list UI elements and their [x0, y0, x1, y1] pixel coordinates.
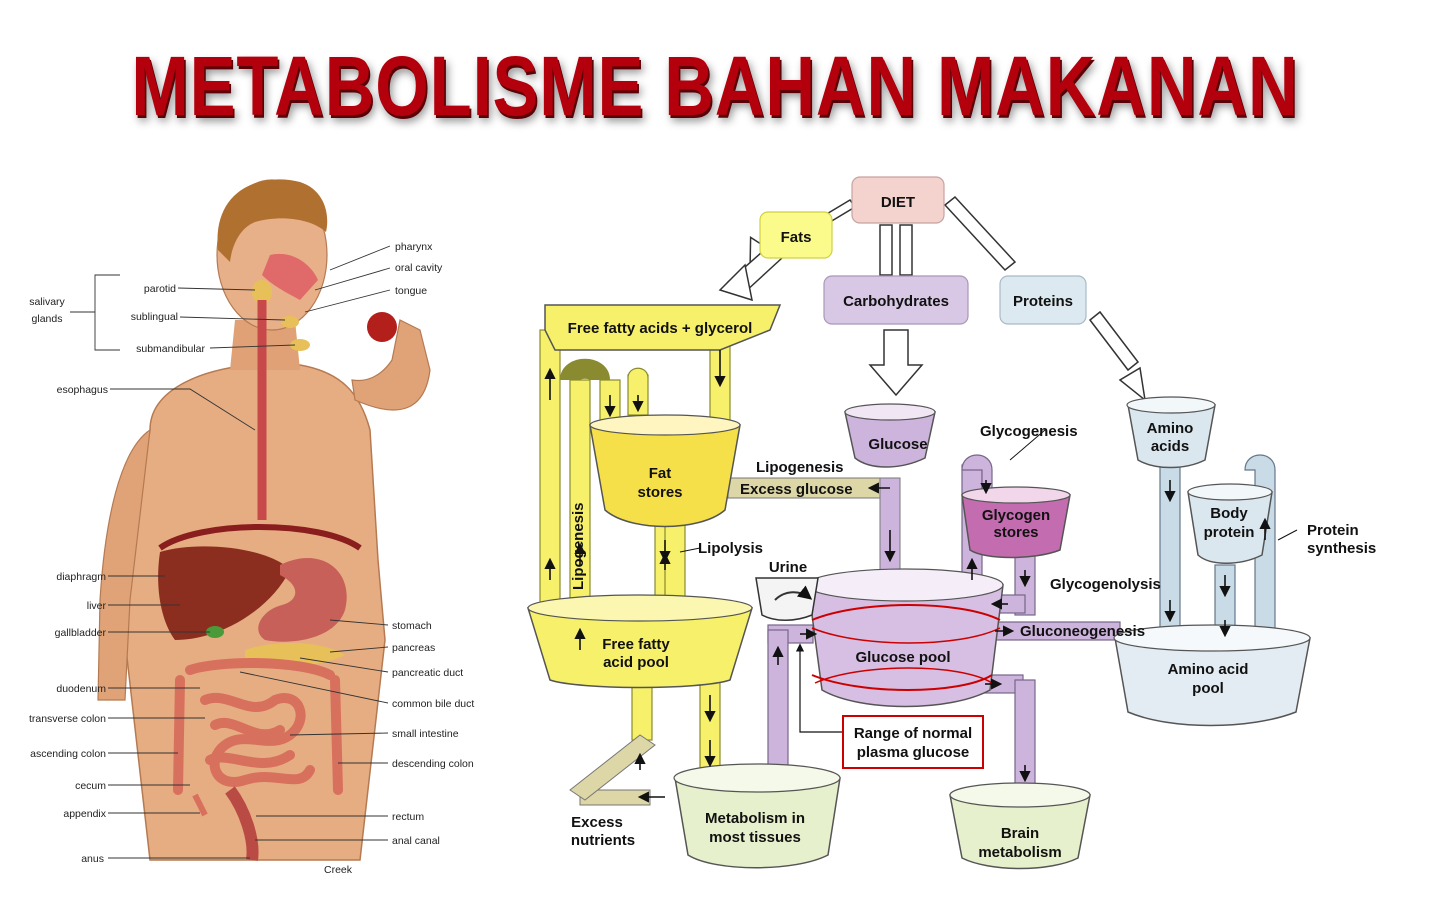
anatomy-label: oral cavity	[395, 262, 443, 274]
range-box	[842, 715, 984, 769]
glucose-label: Glucose	[868, 436, 927, 453]
excess-glucose-label: Excess glucose	[740, 481, 853, 498]
anatomy-label: common bile duct	[392, 698, 474, 710]
gluconeogenesis-label: Gluconeogenesis	[1020, 623, 1145, 640]
anatomy-label: gallbladder	[55, 627, 107, 639]
amino-acids-label: Amino	[1147, 420, 1194, 437]
diet-label: DIET	[881, 194, 915, 211]
glycogen-stores-label: Glycogen	[982, 507, 1050, 524]
proteins-box	[999, 275, 1087, 325]
anatomy-label: small intestine	[392, 728, 459, 740]
anatomy-label: descending colon	[392, 758, 474, 770]
anatomy-label: transverse colon	[29, 713, 106, 725]
amino-acids-label: acids	[1151, 438, 1189, 455]
anatomy-label: rectum	[392, 811, 424, 823]
anatomy-label: submandibular	[136, 343, 205, 355]
glucose-pool-label: Glucose pool	[855, 649, 950, 666]
brain-metabolism-label: metabolism	[978, 844, 1061, 861]
metabolism-tissues-bowl	[674, 777, 841, 869]
ffa-pool-label: Free fatty	[602, 636, 670, 653]
anatomy-label: esophagus	[57, 384, 108, 396]
range-label: plasma glucose	[857, 744, 970, 761]
fat-stores-label: Fat	[649, 465, 672, 482]
protein-synthesis-label: Protein	[1307, 522, 1359, 539]
anatomy-label: duodenum	[56, 683, 106, 695]
fat-stores-label: stores	[637, 484, 682, 501]
anatomy-label: parotid	[144, 283, 176, 295]
body-protein-label: Body	[1210, 505, 1248, 522]
carbohydrates-box	[823, 275, 969, 325]
ffa-glycerol-label: Free fatty acids + glycerol	[568, 320, 753, 337]
anatomy-label: tongue	[395, 285, 427, 297]
salivary-glands-label: salivary	[29, 296, 65, 308]
glycogen-stores-label: stores	[993, 524, 1038, 541]
body-protein-cup	[1187, 491, 1273, 564]
glycogen-stores-cup	[961, 494, 1071, 559]
body-protein-label: protein	[1204, 524, 1255, 541]
anatomy-label: ascending colon	[30, 748, 106, 760]
amino-acid-pool-label: Amino acid	[1168, 661, 1249, 678]
anatomy-figure	[97, 179, 431, 861]
credit-label: Creek	[324, 864, 353, 876]
ffa-pool-label: acid pool	[603, 654, 669, 671]
anatomy-label: pharynx	[395, 241, 433, 253]
amino-acid-pool-bowl	[1114, 637, 1311, 727]
proteins-label: Proteins	[1013, 293, 1073, 310]
glycogenesis-label: Glycogenesis	[980, 423, 1078, 440]
page-title: METABOLISME BAHAN MAKANAN	[131, 39, 1299, 133]
diet-box	[851, 176, 945, 224]
lipolysis-label: Lipolysis	[698, 540, 763, 557]
metabolism-tissues-label: most tissues	[709, 829, 801, 846]
lipogenesis-vertical-label: Lipogenesis	[570, 502, 587, 590]
lipogenesis-label: Lipogenesis	[756, 459, 844, 476]
brain-metabolism-bowl	[949, 794, 1091, 870]
brain-metabolism-label: Brain	[1001, 825, 1039, 842]
urine-beaker	[755, 577, 819, 621]
glucose-pool-bowl	[807, 584, 1004, 708]
anatomy-label: anus	[81, 853, 104, 865]
excess-nutrients-label: Excess	[571, 814, 623, 831]
glucose-cup	[844, 411, 936, 468]
anatomy-label: pancreas	[392, 642, 435, 654]
anatomy-label: cecum	[75, 780, 106, 792]
carbohydrates-label: Carbohydrates	[843, 293, 949, 310]
fat-stores-bowl	[589, 424, 741, 528]
protein-synthesis-label: synthesis	[1307, 540, 1376, 557]
excess-nutrients-label: nutrients	[571, 832, 635, 849]
anatomy-label: sublingual	[131, 311, 178, 323]
fat-pipes	[539, 329, 731, 786]
metabolism-tissues-label: Metabolism in	[705, 810, 805, 827]
amino-acid-pool-label: pool	[1192, 680, 1224, 697]
anatomy-label: appendix	[63, 808, 106, 820]
anatomy-label: anal canal	[392, 835, 440, 847]
anatomy-label: diaphragm	[56, 571, 106, 583]
amino-acids-cup	[1127, 404, 1216, 469]
fats-box	[759, 211, 833, 259]
glycogenolysis-label: Glycogenolysis	[1050, 576, 1161, 593]
urine-label: Urine	[769, 559, 807, 576]
fats-label: Fats	[781, 229, 812, 246]
anatomy-label: stomach	[392, 620, 432, 632]
anatomy-label: pancreatic duct	[392, 667, 463, 679]
range-label: Range of normal	[854, 725, 972, 742]
anatomy-label: liver	[87, 600, 107, 612]
salivary-glands-label: glands	[32, 313, 63, 325]
